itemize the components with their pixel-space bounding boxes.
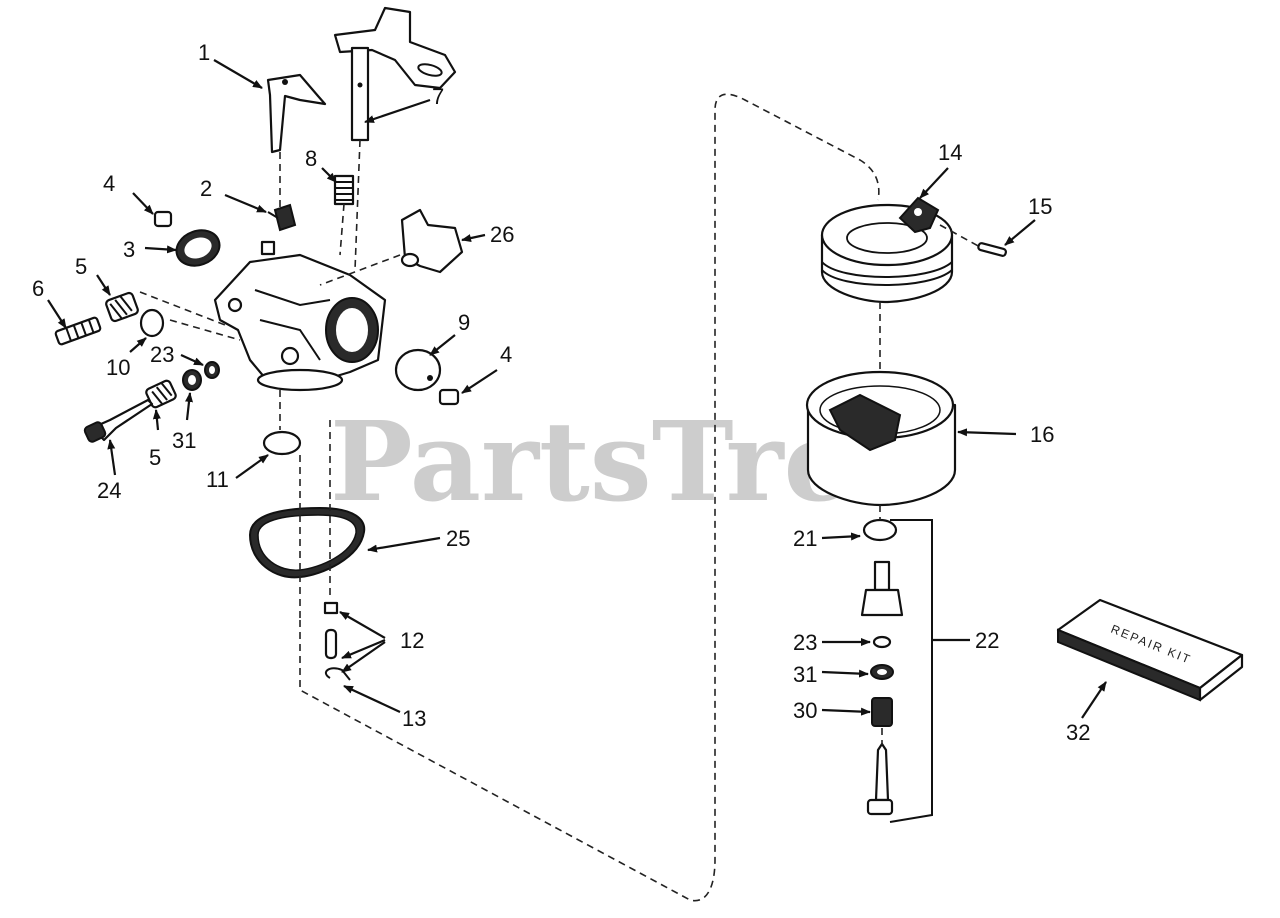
main-jet-needle <box>866 742 894 816</box>
part-4-screw-lower <box>438 388 460 406</box>
callout-5-lower: 5 <box>149 445 161 470</box>
callout-23-left: 23 <box>150 342 174 367</box>
part-32-repair-kit: REPAIR KIT <box>1056 598 1244 702</box>
part-21-washer <box>862 518 898 542</box>
part-26-fuel-fitting <box>400 208 464 274</box>
callout-9: 9 <box>458 310 470 335</box>
callout-12: 12 <box>400 628 424 653</box>
part-1-throttle-bracket <box>266 73 327 154</box>
callout-11: 11 <box>206 467 229 492</box>
callout-4-lower: 4 <box>500 342 512 367</box>
callout-26: 26 <box>490 222 514 247</box>
callout-5-upper: 5 <box>75 254 87 279</box>
part-25-gasket-ring <box>248 506 366 579</box>
part-11-disc <box>262 430 302 456</box>
callout-labels: 1 2 3 4 4 5 5 6 7 8 9 10 11 12 13 14 15 … <box>32 40 1090 745</box>
part-6-screw <box>54 316 102 346</box>
callout-21: 21 <box>793 526 817 551</box>
part-7-throttle-shaft <box>333 6 457 142</box>
callout-3: 3 <box>123 237 135 262</box>
part-2-spring <box>267 203 297 232</box>
callout-7: 7 <box>432 84 444 109</box>
leader-arrows <box>47 59 1107 719</box>
part-22-bracket <box>889 519 933 823</box>
callout-8: 8 <box>305 146 317 171</box>
part-31-washer-left <box>182 369 202 391</box>
callout-31-left: 31 <box>172 428 196 453</box>
part-23-washer-left <box>204 361 220 379</box>
callout-23-right: 23 <box>793 630 817 655</box>
callout-22: 22 <box>975 628 999 653</box>
callout-4-upper: 4 <box>103 171 115 196</box>
callout-31-right: 31 <box>793 662 817 687</box>
alignment-lines-right <box>879 302 883 745</box>
callout-2: 2 <box>200 176 212 201</box>
callout-6: 6 <box>32 276 44 301</box>
part-31-washer-right <box>870 664 894 680</box>
part-5-spring-lower <box>145 379 177 409</box>
callout-1: 1 <box>198 40 210 65</box>
hinge-pin-line <box>939 224 983 249</box>
part-24-needle-screw <box>83 398 154 443</box>
callout-16: 16 <box>1030 422 1054 447</box>
alignment-lines-left <box>139 139 401 620</box>
assembly-boundary-line <box>299 93 880 902</box>
part-4-screw-upper <box>153 210 173 228</box>
callout-10: 10 <box>106 355 130 380</box>
carburetor-body <box>213 240 387 392</box>
part-10-disc <box>139 308 165 338</box>
part-30-spring <box>871 697 893 727</box>
callout-32: 32 <box>1066 720 1090 745</box>
callout-14: 14 <box>938 140 962 165</box>
part-23-washer-right <box>872 635 892 649</box>
callout-30: 30 <box>793 698 817 723</box>
part-15-hinge-pin <box>977 242 1007 257</box>
part-5-spring-upper <box>105 291 139 323</box>
callout-25: 25 <box>446 526 470 551</box>
callout-24: 24 <box>97 478 121 503</box>
callout-15: 15 <box>1028 194 1052 219</box>
part-12-needle-parts <box>323 601 339 660</box>
part-9-disc <box>394 348 442 392</box>
part-22-bowl-nut <box>860 560 904 617</box>
callout-13: 13 <box>402 706 426 731</box>
part-14-float-hinge <box>898 196 940 234</box>
part-3-disc <box>175 229 221 267</box>
part-16-fuel-bowl <box>805 370 957 507</box>
part-8-spring <box>333 174 355 206</box>
